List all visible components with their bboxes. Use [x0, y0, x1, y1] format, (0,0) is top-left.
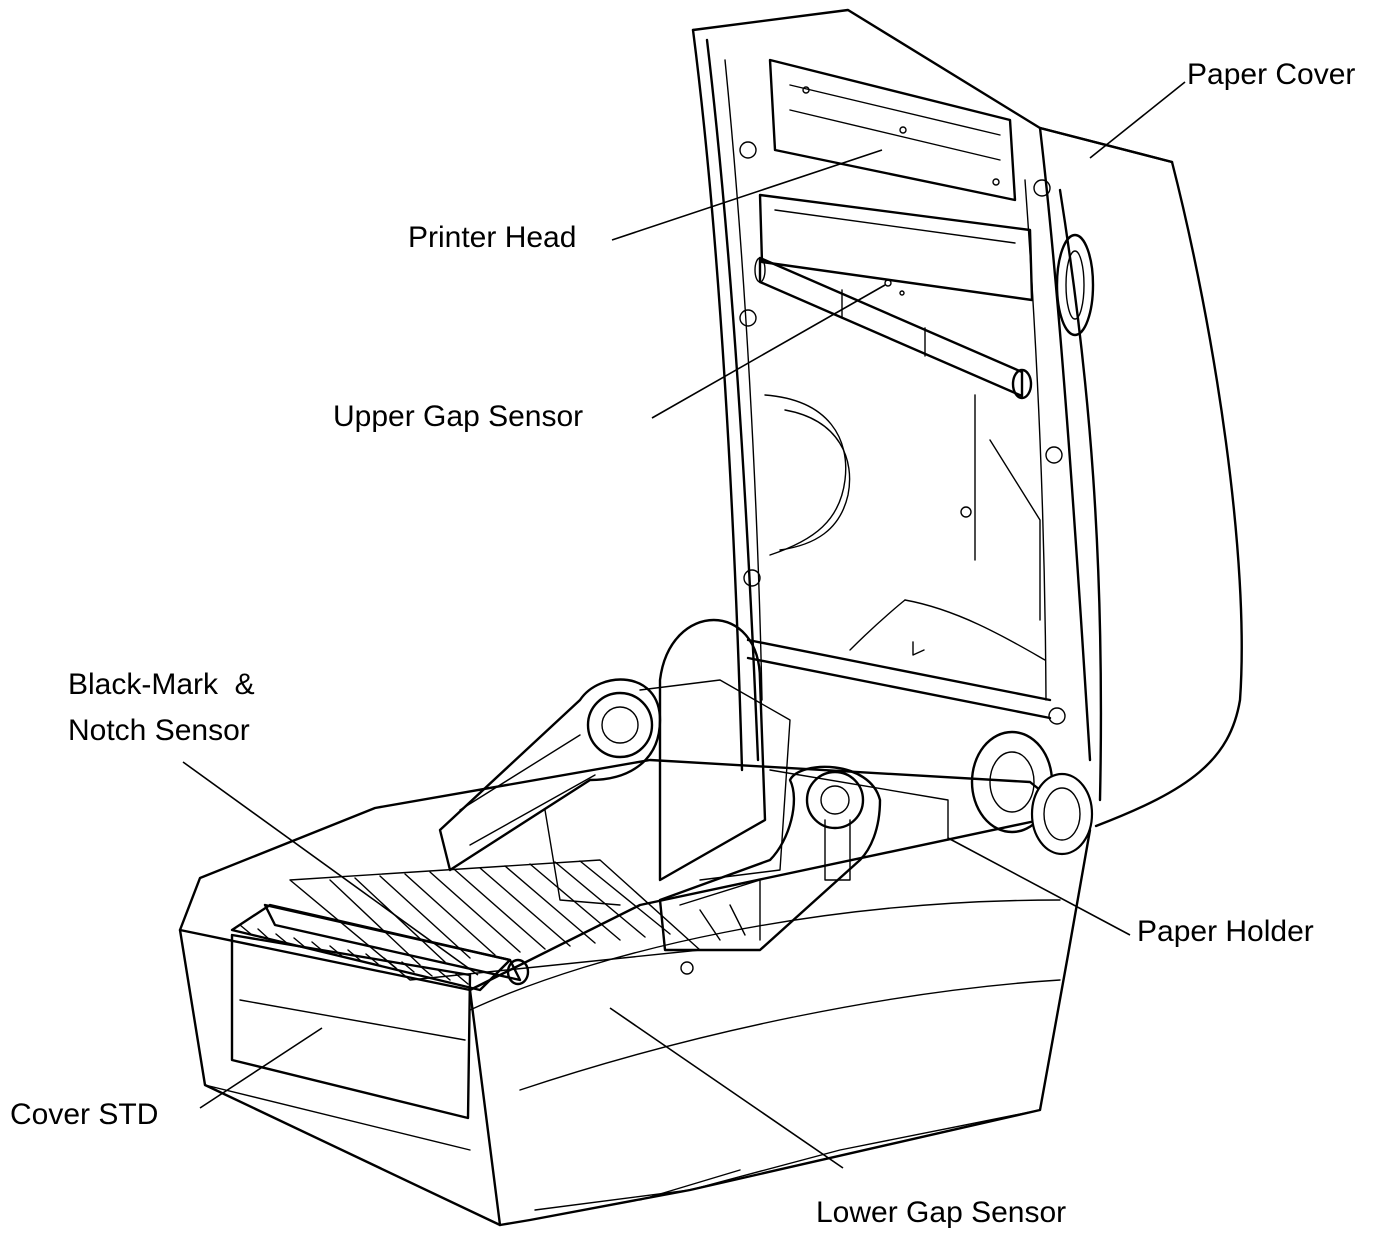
- leader-upper-gap-sensor: [651, 284, 886, 419]
- leader-printer-head: [611, 149, 883, 241]
- leader-paper-cover: [1089, 81, 1186, 159]
- label-lower-gap-sensor: Lower Gap Sensor: [816, 1196, 1067, 1229]
- leader-lower-gap-sensor: [609, 1007, 844, 1169]
- label-cover-std: Cover STD: [10, 1098, 159, 1131]
- leader-cover-std: [199, 1027, 323, 1109]
- label-paper-cover: Paper Cover: [1187, 58, 1356, 91]
- leader-paper-holder: [947, 837, 1131, 936]
- leader-lines: [182, 81, 1186, 1169]
- leader-black-mark: [182, 761, 479, 976]
- base-part: [178, 730, 1094, 1227]
- label-black-mark-line1: Black-Mark &: [68, 668, 255, 701]
- label-paper-holder: Paper Holder: [1137, 915, 1314, 948]
- guide-slots: [329, 860, 671, 966]
- label-black-mark-line2: Notch Sensor: [68, 714, 250, 747]
- label-upper-gap-sensor: Upper Gap Sensor: [333, 400, 584, 433]
- label-printer-head: Printer Head: [408, 221, 577, 254]
- paper-cover-part: [691, 8, 1243, 828]
- paper-holder-part: [438, 618, 949, 952]
